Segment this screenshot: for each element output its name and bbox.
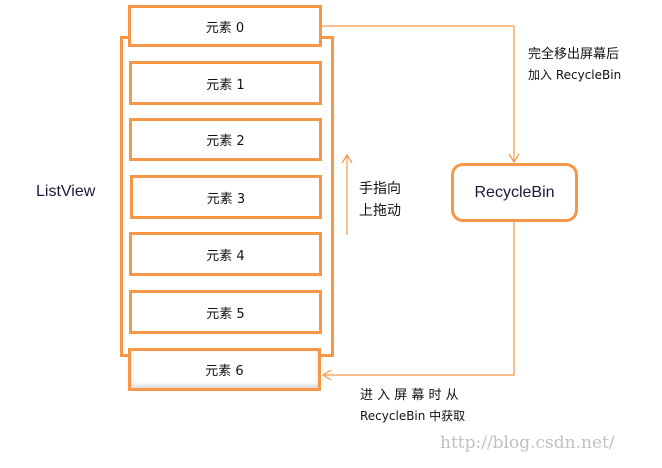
list-item-2: 元素 2 bbox=[129, 118, 322, 161]
drag-label-line1: 手指向 bbox=[359, 181, 401, 197]
list-item-5: 元素 5 bbox=[129, 290, 322, 334]
arrow-from-recyclebin bbox=[323, 222, 515, 376]
in-label-line1: 进 入 屏 幕 时 从 bbox=[360, 388, 459, 403]
in-label-line2: RecycleBin 中获取 bbox=[360, 409, 466, 423]
list-item-0: 元素 0 bbox=[128, 5, 322, 47]
arrowhead-up bbox=[341, 153, 353, 164]
arrowhead-left bbox=[321, 369, 332, 381]
arrowhead-down bbox=[508, 153, 520, 164]
drag-label-line2: 上拖动 bbox=[359, 203, 401, 219]
in-label: 进 入 屏 幕 时 从 RecycleBin 中获取 bbox=[360, 385, 465, 427]
out-label-line1: 完全移出屏幕后 bbox=[528, 47, 620, 62]
list-item-4: 元素 4 bbox=[129, 232, 322, 276]
out-label-line2: 加入 RecycleBin bbox=[528, 68, 622, 82]
arrow-to-recyclebin bbox=[321, 25, 515, 162]
list-item-1: 元素 1 bbox=[129, 61, 322, 105]
recyclebin-box: RecycleBin bbox=[451, 163, 578, 222]
list-item-3: 元素 3 bbox=[130, 175, 322, 219]
out-label: 完全移出屏幕后 加入 RecycleBin bbox=[528, 44, 621, 86]
list-item-6: 元素 6 bbox=[128, 348, 321, 391]
drag-label: 手指向 上拖动 bbox=[359, 178, 401, 222]
watermark: http://blog.csdn.net/ bbox=[440, 433, 615, 453]
listview-label: ListView bbox=[36, 183, 96, 200]
